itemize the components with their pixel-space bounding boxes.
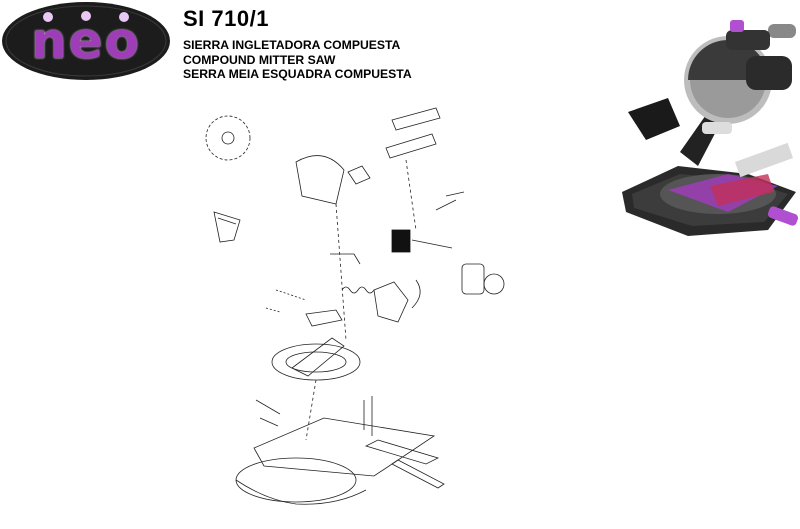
- product-titles: SIERRA INGLETADORA COMPUESTA COMPOUND MI…: [183, 38, 412, 82]
- model-number: SI 710/1: [183, 6, 269, 31]
- exploded-parts-diagram: [196, 100, 536, 524]
- title-spanish: SIERRA INGLETADORA COMPUESTA: [183, 38, 401, 52]
- title-portuguese: SERRA MEIA ESQUADRA COMPUESTA: [183, 67, 412, 81]
- product-photo: [618, 16, 800, 246]
- logo-wordmark: neo: [31, 12, 141, 70]
- brand-logo: neo: [0, 0, 172, 82]
- title-english: COMPOUND MITTER SAW: [183, 52, 336, 67]
